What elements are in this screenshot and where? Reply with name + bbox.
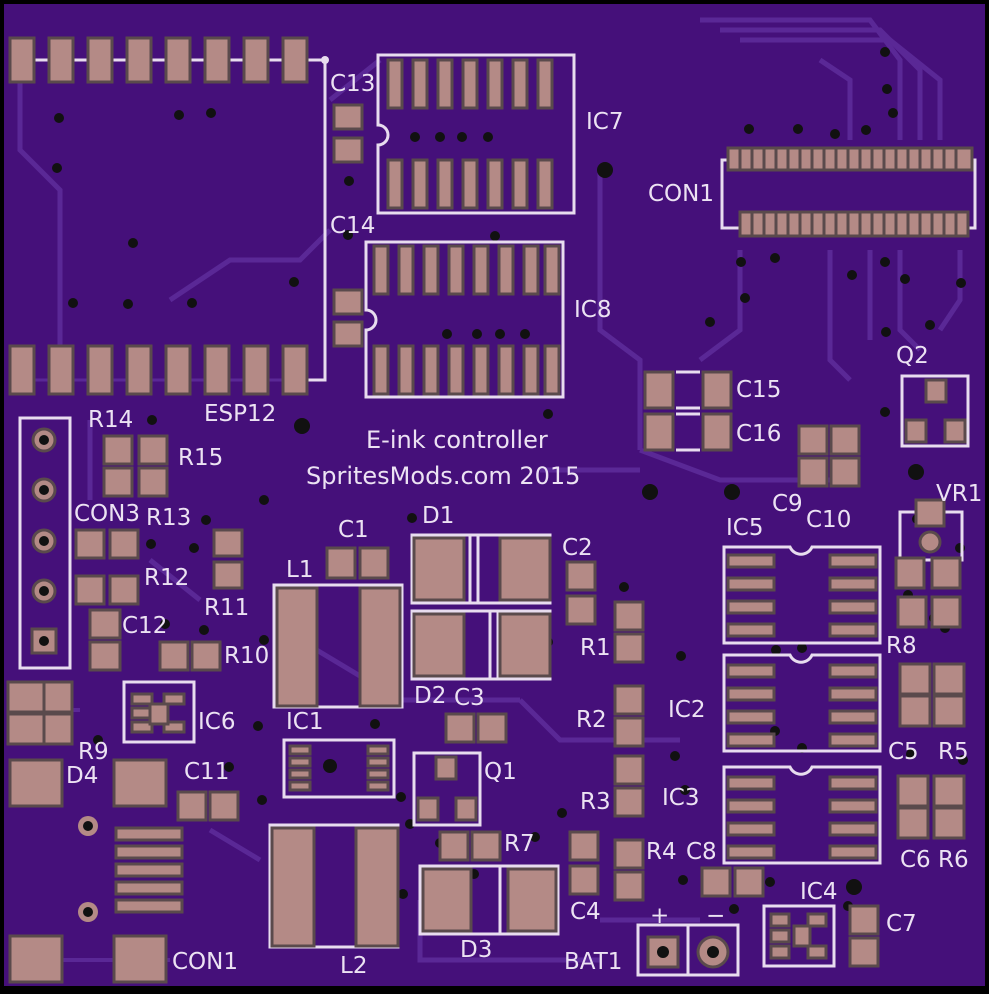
label-c12: C12	[122, 613, 168, 639]
label-r14: R14	[88, 407, 134, 433]
ic7-chip	[376, 53, 576, 215]
label-c2: C2	[562, 535, 593, 561]
q1-transistor	[412, 751, 482, 827]
esp12-module	[8, 36, 329, 396]
label-c8: C8	[686, 839, 717, 865]
label-c3: C3	[454, 685, 485, 711]
con1-usb-connector	[8, 816, 184, 984]
label-con1-bottom: CON1	[172, 949, 239, 975]
l1-inductor	[272, 583, 404, 709]
label-r3: R3	[580, 789, 611, 815]
label-r9: R9	[78, 739, 109, 765]
label-r10: R10	[224, 643, 270, 669]
label-r12: R12	[144, 565, 190, 591]
c9-c10-pads	[797, 424, 861, 488]
label-ic4: IC4	[800, 879, 838, 905]
label-c15: C15	[736, 377, 782, 403]
label-ic7: IC7	[586, 109, 624, 135]
ic6-chip	[122, 680, 196, 744]
label-d4: D4	[66, 763, 99, 789]
label-ic6: IC6	[198, 709, 236, 735]
label-ic2: IC2	[668, 697, 706, 723]
label-vr1: VR1	[936, 481, 983, 507]
label-ic8: IC8	[574, 297, 612, 323]
label-c4: C4	[570, 899, 601, 925]
label-d2: D2	[414, 683, 447, 709]
label-c7: C7	[886, 911, 917, 937]
label-r8: R8	[886, 633, 917, 659]
con1-top-connector	[720, 146, 977, 238]
right-passive-pads	[894, 556, 966, 840]
label-ic5: IC5	[726, 515, 764, 541]
label-c1: C1	[338, 517, 369, 543]
d3-diode	[418, 864, 560, 936]
label-r15: R15	[178, 445, 224, 471]
left-passive-pads	[6, 434, 244, 822]
label-d3: D3	[460, 937, 493, 963]
bat1-connector	[636, 923, 740, 977]
label-r1: R1	[580, 635, 611, 661]
ic1-chip	[282, 738, 396, 799]
label-r6: R6	[938, 847, 969, 873]
c15-c16-caps	[643, 370, 733, 452]
q2-transistor	[900, 374, 970, 448]
label-c5: C5	[888, 739, 919, 765]
label-q2: Q2	[896, 343, 929, 369]
label-c9: C9	[772, 491, 803, 517]
label-r7: R7	[504, 831, 535, 857]
center-passive-pads	[438, 560, 765, 902]
label-q1: Q1	[484, 759, 517, 785]
ic8-chip	[364, 240, 565, 399]
label-r4: R4	[646, 839, 677, 865]
l2-inductor	[268, 823, 400, 949]
board-title: E-ink controller	[366, 426, 548, 454]
con3-header	[18, 416, 72, 670]
label-c13: C13	[330, 71, 376, 97]
label-con3: CON3	[74, 501, 141, 527]
label-l1: L1	[286, 557, 314, 583]
label-c10: C10	[806, 507, 852, 533]
d2-diode	[410, 609, 552, 681]
label-c6: C6	[900, 847, 931, 873]
label-esp12: ESP12	[204, 401, 277, 427]
c1-pads	[325, 546, 390, 580]
label-con1-top: CON1	[648, 181, 715, 207]
vr1-regulator	[898, 498, 964, 562]
label-ic3: IC3	[662, 785, 700, 811]
label-c11: C11	[184, 759, 230, 785]
label-l2: L2	[340, 953, 368, 979]
ic4-chip	[762, 904, 836, 968]
label-bat-minus: −	[706, 903, 726, 929]
d1-diode	[410, 533, 552, 605]
label-r2: R2	[576, 707, 607, 733]
ic3-chip	[722, 765, 882, 865]
ic5-chip	[722, 545, 882, 645]
label-r11: R11	[204, 595, 250, 621]
label-bat1: BAT1	[564, 949, 623, 975]
label-r5: R5	[938, 739, 969, 765]
board-credit: SpritesMods.com 2015	[306, 462, 581, 490]
ic2-chip	[722, 653, 882, 753]
label-c16: C16	[736, 421, 782, 447]
c13-c14-pads	[332, 103, 364, 348]
label-r13: R13	[146, 505, 192, 531]
c7-pads	[848, 904, 880, 968]
label-bat-plus: +	[650, 903, 670, 929]
label-c14: C14	[330, 213, 376, 239]
label-d1: D1	[422, 503, 455, 529]
label-ic1: IC1	[286, 709, 324, 735]
